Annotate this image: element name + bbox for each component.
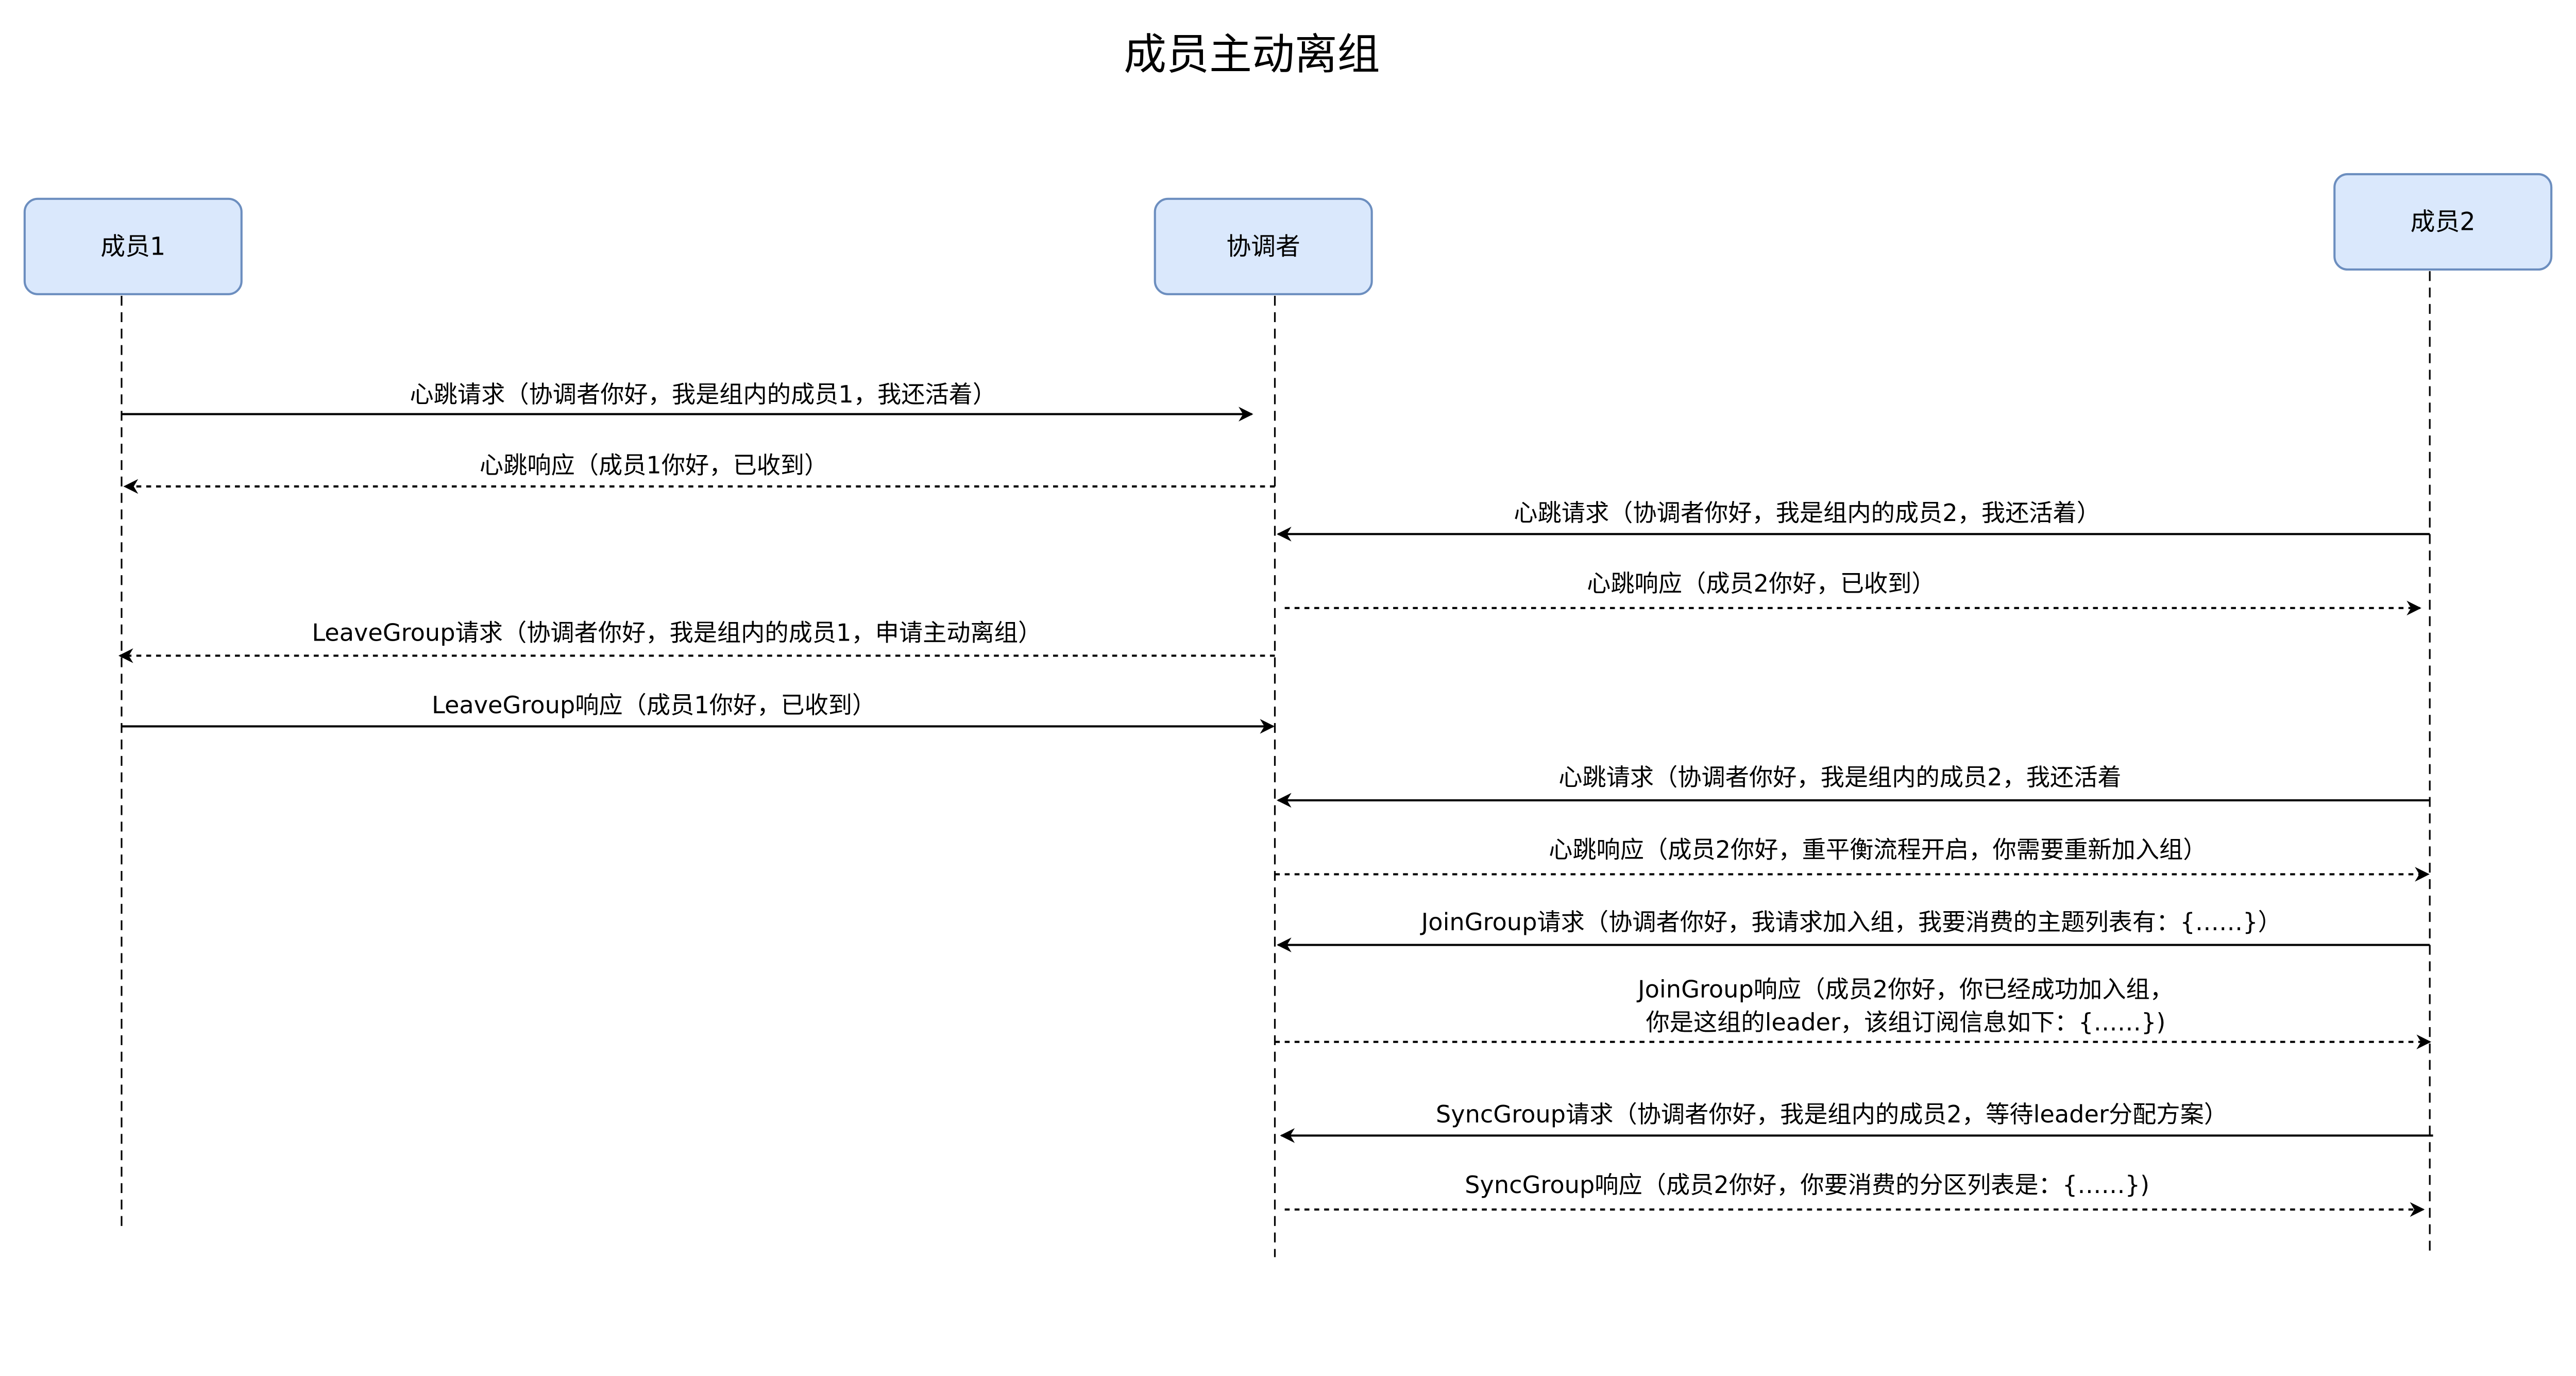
- message-label: LeaveGroup请求（协调者你好，我是组内的成员1，申请主动离组）: [312, 619, 1042, 647]
- message-1: 心跳请求（协调者你好，我是组内的成员1，我还活着）: [121, 380, 1253, 422]
- actor-m2: 成员2: [2333, 173, 2553, 1257]
- message-label: 你是这组的leader，该组订阅信息如下：{……}): [1646, 1008, 2166, 1036]
- message-label: LeaveGroup响应（成员1你好，已收到）: [432, 691, 876, 719]
- message-label: 心跳请求（协调者你好，我是组内的成员2，我还活着）: [1514, 499, 2100, 527]
- message-label: 心跳响应（成员2你好，重平衡流程开启，你需要重新加入组）: [1549, 836, 2207, 864]
- message-6: LeaveGroup响应（成员1你好，已收到）: [121, 691, 1275, 734]
- actor-label: 协调者: [1226, 232, 1300, 261]
- message-7: 心跳请求（协调者你好，我是组内的成员2，我还活着: [1276, 763, 2430, 808]
- message-label: JoinGroup请求（协调者你好，我请求加入组，我要消费的主题列表有：{……}…: [1420, 908, 2282, 936]
- message-5: LeaveGroup请求（协调者你好，我是组内的成员1，申请主动离组）: [118, 619, 1275, 663]
- message-label: 心跳响应（成员2你好，已收到）: [1587, 569, 1935, 597]
- actor-box: [23, 197, 243, 295]
- message-11: SyncGroup请求（协调者你好，我是组内的成员2，等待leader分配方案）: [1280, 1100, 2433, 1143]
- actors: 成员1 协调者 成员2: [23, 173, 2553, 1257]
- message-12: SyncGroup响应（成员2你好，你要消费的分区列表是：{……}): [1284, 1171, 2425, 1217]
- message-8: 心跳响应（成员2你好，重平衡流程开启，你需要重新加入组）: [1275, 836, 2430, 882]
- message-label: 心跳请求（协调者你好，我是组内的成员2，我还活着: [1558, 763, 2121, 791]
- actor-label: 成员2: [2411, 208, 2476, 236]
- sequence-diagram: 成员主动离组 成员1 协调者 成员2 心跳请求（协调者你好，我是组内的成员1，我还活…: [23, 29, 2553, 1257]
- message-2: 心跳响应（成员1你好，已收到）: [123, 451, 1275, 494]
- actor-label: 成员1: [100, 232, 165, 261]
- message-label: 心跳请求（协调者你好，我是组内的成员1，我还活着）: [410, 380, 996, 408]
- message-10: JoinGroup响应（成员2你好，你已经成功加入组， 你是这组的leader，该…: [1275, 976, 2432, 1050]
- actor-co: 协调者: [1154, 197, 1373, 1257]
- actor-m1: 成员1: [23, 197, 243, 1233]
- actor-box: [1154, 197, 1373, 295]
- message-label: JoinGroup响应（成员2你好，你已经成功加入组，: [1636, 976, 2174, 1003]
- diagram-title: 成员主动离组: [1124, 29, 1380, 79]
- message-3: 心跳请求（协调者你好，我是组内的成员2，我还活着）: [1276, 499, 2430, 542]
- message-label: SyncGroup请求（协调者你好，我是组内的成员2，等待leader分配方案）: [1436, 1100, 2228, 1128]
- message-9: JoinGroup请求（协调者你好，我请求加入组，我要消费的主题列表有：{……}…: [1276, 908, 2430, 952]
- message-label: 心跳响应（成员1你好，已收到）: [480, 451, 828, 479]
- actor-box: [2333, 173, 2553, 271]
- message-label: SyncGroup响应（成员2你好，你要消费的分区列表是：{……}): [1465, 1171, 2149, 1199]
- messages: 心跳请求（协调者你好，我是组内的成员1，我还活着） 心跳响应（成员1你好，已收到）…: [118, 380, 2433, 1217]
- message-4: 心跳响应（成员2你好，已收到）: [1284, 569, 2421, 616]
